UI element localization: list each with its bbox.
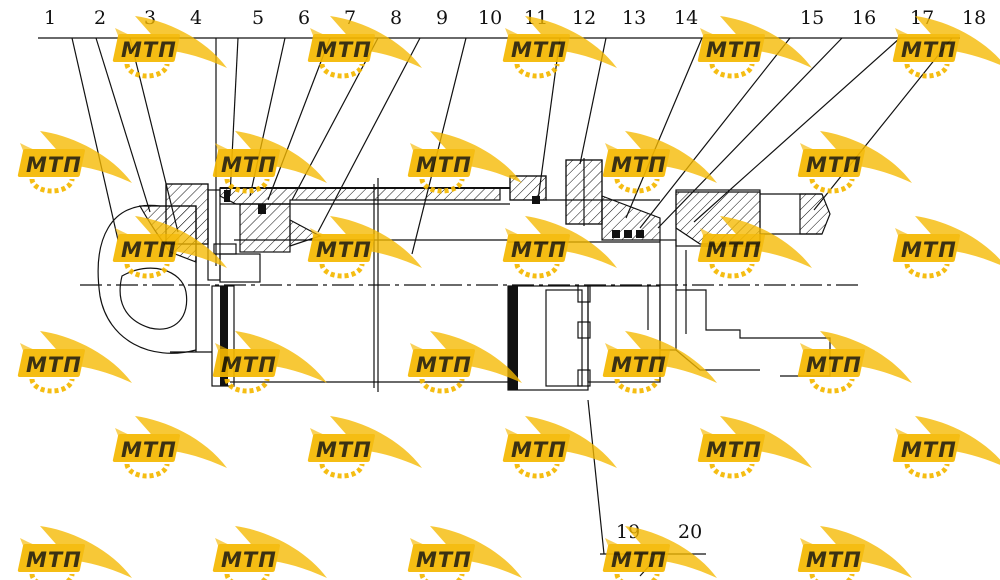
watermark-text: МТП: [221, 153, 277, 177]
watermark-logo: МТП: [112, 416, 227, 476]
callout-label: 5: [252, 7, 264, 29]
watermark-text: МТП: [316, 38, 372, 62]
watermark-text: МТП: [706, 438, 762, 462]
watermark-logo: МТП: [502, 416, 617, 476]
callout-label: 12: [572, 7, 596, 29]
watermark-logo: МТП: [307, 416, 422, 476]
callout-label: 2: [94, 7, 106, 29]
watermark-logo: МТП: [307, 216, 422, 276]
watermark-logo: МТП: [17, 526, 132, 580]
front-flange: [508, 158, 661, 243]
watermark-logo: МТП: [797, 526, 912, 580]
callout-label: 8: [390, 7, 402, 29]
callout-label: 4: [190, 7, 202, 29]
watermark-text: МТП: [901, 238, 957, 262]
watermark-logo: МТП: [602, 131, 717, 191]
watermark-layer: МТП МТП МТП МТП МТП МТП МТП МТП МТП МТП МТП МТП МТП М…: [17, 16, 1000, 580]
watermark-logo: МТП: [307, 16, 422, 76]
callout-label: 10: [478, 7, 502, 29]
callout-label: 1: [44, 7, 56, 29]
watermark-text: МТП: [416, 153, 472, 177]
callout-labels: 1 2 3 4 5 6 7 8 9 10 11 12 13 14 15 16 1…: [44, 7, 986, 543]
watermark-logo: МТП: [407, 331, 522, 391]
watermark-text: МТП: [416, 353, 472, 377]
watermark-logo: МТП: [602, 526, 717, 580]
watermark-text: МТП: [806, 153, 862, 177]
watermark-logo: МТП: [697, 216, 812, 276]
watermark-text: МТП: [806, 548, 862, 572]
watermark-text: МТП: [901, 38, 957, 62]
watermark-logo: МТП: [212, 331, 327, 391]
callout-label: 14: [674, 7, 698, 29]
watermark-text: МТП: [611, 153, 667, 177]
watermark-text: МТП: [121, 38, 177, 62]
watermark-logo: МТП: [892, 16, 1000, 76]
watermark-logo: МТП: [502, 216, 617, 276]
watermark-logo: МТП: [892, 416, 1000, 476]
watermark-text: МТП: [901, 438, 957, 462]
callout-leaders: [38, 37, 960, 577]
callout-label: 18: [962, 7, 986, 29]
watermark-text: МТП: [611, 353, 667, 377]
watermark-text: МТП: [221, 548, 277, 572]
watermark-logo: МТП: [212, 131, 327, 191]
watermark-text: МТП: [706, 38, 762, 62]
callout-label: 15: [800, 7, 824, 29]
watermark-logo: МТП: [697, 16, 812, 76]
watermark-text: МТП: [511, 238, 567, 262]
watermark-logo: МТП: [112, 216, 227, 276]
barrel: [219, 178, 510, 392]
callout-label: 16: [852, 7, 876, 29]
watermark-logo: МТП: [797, 331, 912, 391]
watermark-logo: МТП: [697, 416, 812, 476]
watermark-text: МТП: [416, 548, 472, 572]
watermark-logo: МТП: [112, 16, 227, 76]
watermark-text: МТП: [511, 438, 567, 462]
callout-label: 6: [298, 7, 310, 29]
callout-label: 20: [678, 521, 702, 543]
watermark-logo: МТП: [17, 331, 132, 391]
watermark-logo: МТП: [502, 16, 617, 76]
watermark-text: МТП: [316, 238, 372, 262]
watermark-text: МТП: [26, 548, 82, 572]
watermark-text: МТП: [316, 438, 372, 462]
watermark-logo: МТП: [212, 526, 327, 580]
callout-label: 19: [616, 521, 640, 543]
callout-label: 9: [436, 7, 448, 29]
watermark-logo: МТП: [892, 216, 1000, 276]
watermark-text: МТП: [26, 353, 82, 377]
watermark-text: МТП: [511, 38, 567, 62]
watermark-logo: МТП: [602, 331, 717, 391]
watermark-logo: МТП: [407, 526, 522, 580]
watermark-text: МТП: [121, 438, 177, 462]
watermark-logo: МТП: [797, 131, 912, 191]
watermark-text: МТП: [611, 548, 667, 572]
callout-label: 13: [622, 7, 646, 29]
watermark-logo: МТП: [17, 131, 132, 191]
piston-seals: [213, 190, 322, 283]
watermark-logo: МТП: [407, 131, 522, 191]
watermark-text: МТП: [121, 238, 177, 262]
watermark-text: МТП: [221, 353, 277, 377]
watermark-text: МТП: [706, 238, 762, 262]
watermark-text: МТП: [806, 353, 862, 377]
watermark-text: МТП: [26, 153, 82, 177]
